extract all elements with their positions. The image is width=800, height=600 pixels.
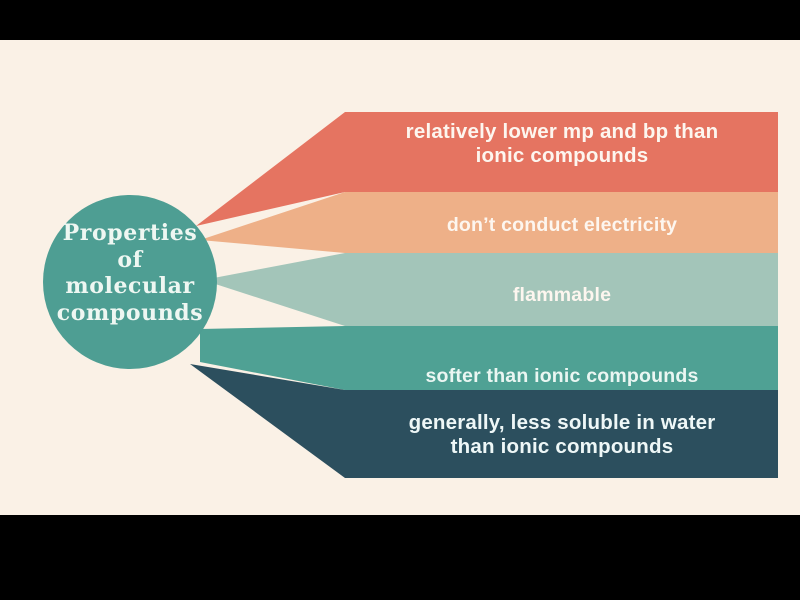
band-shape-less-soluble[interactable] xyxy=(190,364,778,478)
infographic-canvas: Properties of molecular compounds relati… xyxy=(0,40,800,515)
band-shape-flammable[interactable] xyxy=(203,253,778,326)
letterbox-bottom-bar xyxy=(0,515,800,600)
hub-circle[interactable] xyxy=(43,195,217,369)
band-shape-lower-mp-bp[interactable] xyxy=(196,112,778,226)
letterbox-top-bar xyxy=(0,0,800,40)
band-shape-no-conduct[interactable] xyxy=(200,192,778,253)
fan-diagram xyxy=(43,112,778,478)
band-shape-softer[interactable] xyxy=(200,326,778,390)
